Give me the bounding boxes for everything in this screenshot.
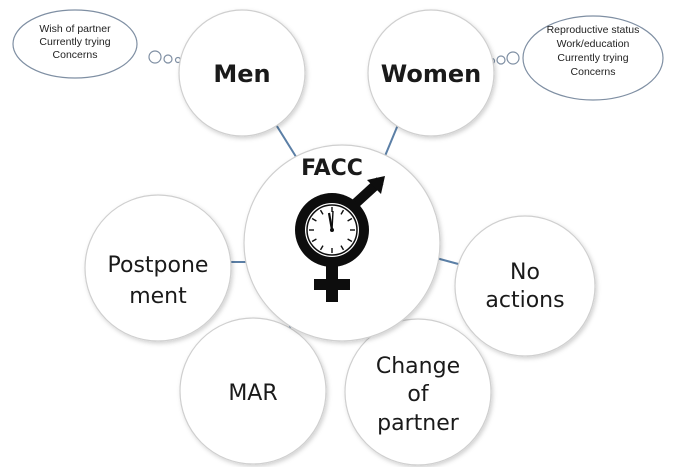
facc-label: FACC <box>301 156 363 181</box>
node-no-actions-line-2: actions <box>485 288 564 313</box>
male-female-symbol-with-clock-icon <box>295 176 385 302</box>
node-mar: MAR <box>179 317 327 465</box>
node-no-actions-line-1: No <box>510 260 540 285</box>
node-postponement: Postpone ment <box>84 194 232 342</box>
node-men-label: Men <box>213 60 270 88</box>
node-postponement-line-1: Postpone <box>108 253 209 278</box>
cloud-women-line-4: Concerns <box>571 66 616 78</box>
node-change-line-3: partner <box>377 411 460 436</box>
node-change-of-partner: Change of partner <box>344 318 492 466</box>
cloud-men-line-2: Currently trying <box>39 36 110 48</box>
cloud-men-line-3: Concerns <box>53 49 98 61</box>
node-mar-label: MAR <box>228 381 277 406</box>
cloud-women-line-2: Work/education <box>557 38 630 50</box>
node-men: Men <box>178 9 306 137</box>
node-no-actions: No actions <box>454 215 596 357</box>
node-facc: FACC <box>243 144 441 342</box>
thought-cloud-men: Wish of partner Currently trying Concern… <box>12 9 182 79</box>
cloud-men-line-1: Wish of partner <box>39 23 111 35</box>
thought-cloud-women: Reproductive status Work/education Curre… <box>488 15 664 101</box>
node-women-label: Women <box>381 60 481 88</box>
node-women: Women <box>367 9 495 137</box>
cloud-women-line-3: Currently trying <box>557 52 628 64</box>
node-change-line-2: of <box>407 382 429 407</box>
node-postponement-line-2: ment <box>129 284 187 309</box>
node-change-line-1: Change <box>376 354 460 379</box>
cloud-women-line-1: Reproductive status <box>547 24 640 36</box>
